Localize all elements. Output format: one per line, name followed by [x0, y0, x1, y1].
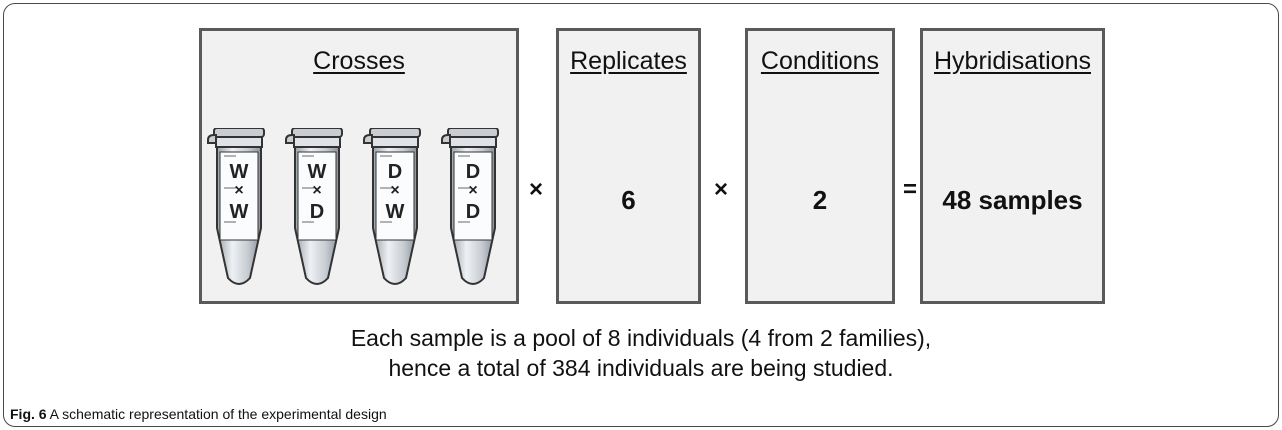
- multiply-operator-1: ×: [529, 176, 544, 203]
- tube-2: W× D: [284, 128, 350, 288]
- conditions-value: 2: [812, 185, 828, 215]
- replicates-value: 6: [621, 185, 636, 215]
- tube-label-bottom: D: [309, 201, 325, 223]
- figure-caption: Fig. 6 A schematic representation of the…: [10, 406, 387, 422]
- replicates-title: Replicates: [570, 47, 687, 75]
- caption-line-2: hence a total of 384 individuals are bei…: [388, 355, 894, 381]
- tube-label-cross: ×: [390, 182, 400, 199]
- conditions-box: Conditions 2: [745, 28, 895, 304]
- tube-label-top: D: [465, 161, 481, 183]
- tube-label-cross: ×: [234, 182, 244, 199]
- multiply-operator-2: ×: [714, 176, 729, 203]
- tube-label-top: W: [229, 161, 249, 183]
- tube-3: D× W: [362, 128, 428, 288]
- crosses-title: Crosses: [313, 47, 405, 75]
- figure-text: A schematic representation of the experi…: [46, 406, 387, 422]
- tube-label-top: W: [307, 161, 327, 183]
- figure-frame: [3, 3, 1279, 427]
- conditions-title: Conditions: [760, 47, 880, 75]
- tube-4: D×D: [440, 128, 506, 288]
- tube-label-top: D: [387, 161, 403, 183]
- hybridisations-box: Hybridisations 48 samples: [920, 28, 1105, 304]
- tube-label-cross: ×: [312, 182, 322, 199]
- hybridisations-value: 48 samples: [942, 185, 1083, 215]
- tube-label-bottom: D: [465, 201, 481, 223]
- tube-label-cross: ×: [468, 182, 478, 199]
- tube-1: W×W: [206, 128, 272, 288]
- tube-label-bottom: W: [385, 201, 405, 223]
- tube-label-bottom: W: [229, 201, 249, 223]
- hybridisations-title: Hybridisations: [933, 47, 1091, 75]
- equals-operator: =: [903, 176, 918, 203]
- replicates-box: Replicates 6: [556, 28, 701, 304]
- caption-line-1: Each sample is a pool of 8 individuals (…: [350, 325, 932, 351]
- figure-label: Fig. 6: [10, 406, 47, 422]
